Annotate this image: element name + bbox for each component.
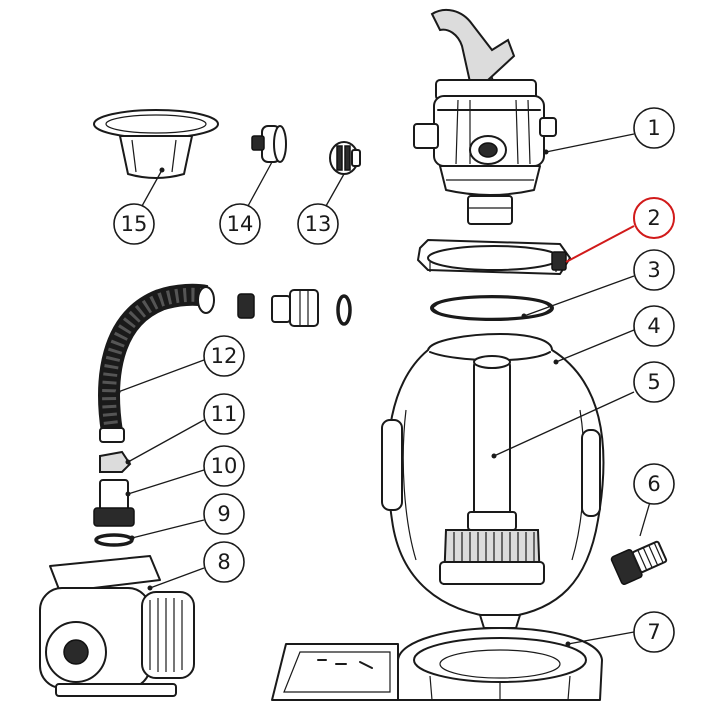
- callout-6: 6: [633, 463, 675, 537]
- callout-5: 5: [491, 361, 675, 459]
- callout-10: 10: [125, 445, 245, 497]
- tank-clamp: [417, 239, 571, 275]
- callout-3-label: 3: [647, 258, 660, 282]
- hose-connector: [93, 479, 135, 527]
- callout-4: 4: [553, 305, 675, 365]
- callout-15: 15: [113, 167, 165, 245]
- callout-14-label: 14: [227, 212, 254, 236]
- callout-3: 3: [521, 249, 675, 319]
- callout-10-label: 10: [211, 454, 238, 478]
- callout-14: 14: [219, 161, 273, 245]
- callout-8-label: 8: [217, 550, 230, 574]
- callout-2-label: 2: [647, 206, 660, 230]
- hose-fittings: [237, 289, 352, 327]
- callout-12: 12: [115, 335, 245, 395]
- callout-9-label: 9: [217, 502, 230, 526]
- callout-15-label: 15: [121, 212, 148, 236]
- callout-13: 13: [297, 173, 345, 245]
- sight-glass: [329, 141, 361, 175]
- multiport-valve: [413, 8, 557, 225]
- callout-13-label: 13: [305, 212, 332, 236]
- callout-9: 9: [129, 493, 245, 541]
- callout-12-label: 12: [211, 344, 238, 368]
- callout-4-label: 4: [647, 314, 660, 338]
- pump-motor: [39, 555, 195, 697]
- callout-7: 7: [565, 611, 675, 653]
- hose-nut: [99, 450, 132, 473]
- o-ring: [430, 295, 554, 321]
- callout-8: 8: [147, 541, 245, 591]
- hose: [98, 283, 215, 443]
- base: [271, 627, 603, 701]
- washer: [94, 533, 134, 547]
- callout-7-label: 7: [647, 620, 660, 644]
- callout-11: 11: [125, 393, 245, 465]
- pressure-gauge: [251, 125, 287, 163]
- callout-1: 1: [543, 107, 675, 155]
- callout-11-label: 11: [211, 402, 238, 426]
- drain-plug: [610, 540, 668, 585]
- laterals-assembly: [439, 355, 545, 585]
- callout-2: 2: [565, 197, 675, 263]
- callout-5-label: 5: [647, 370, 660, 394]
- callout-1-label: 1: [647, 116, 660, 140]
- strainer-basket: [93, 109, 219, 179]
- callout-6-label: 6: [647, 472, 660, 496]
